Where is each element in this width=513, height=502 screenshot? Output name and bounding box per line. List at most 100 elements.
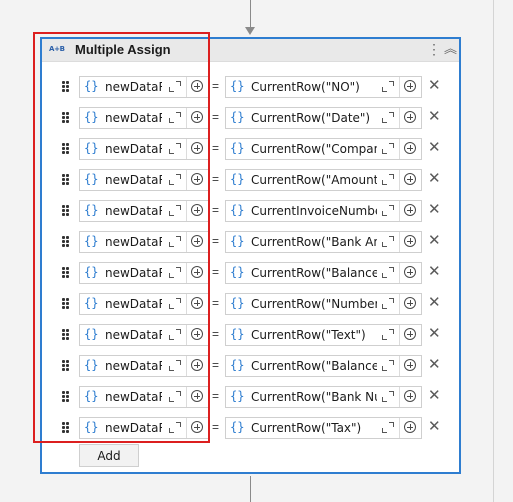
value-field[interactable]: {} CurrentRow("Balance	[225, 262, 422, 284]
expand-editor-icon[interactable]	[382, 297, 394, 310]
add-button[interactable]: Add	[79, 444, 139, 467]
value-field[interactable]: {} CurrentRow("NO")	[225, 76, 422, 98]
value-field[interactable]: {} CurrentRow("Bank Nu	[225, 386, 422, 408]
value-field[interactable]: {} CurrentRow("Number	[225, 293, 422, 315]
remove-row-icon[interactable]: ✕	[428, 139, 441, 156]
plus-menu-icon[interactable]	[399, 232, 421, 252]
drag-handle-icon[interactable]	[62, 329, 69, 341]
plus-menu-icon[interactable]	[399, 387, 421, 407]
assign-to-field[interactable]: {} newDataR	[79, 169, 209, 191]
plus-menu-icon[interactable]	[399, 170, 421, 190]
remove-row-icon[interactable]: ✕	[428, 294, 441, 311]
assign-to-field[interactable]: {} newDataR	[79, 293, 209, 315]
remove-row-icon[interactable]: ✕	[428, 232, 441, 249]
expand-editor-icon[interactable]	[169, 235, 181, 248]
expand-editor-icon[interactable]	[382, 359, 394, 372]
value-field[interactable]: {} CurrentRow("Amount"	[225, 169, 422, 191]
expand-editor-icon[interactable]	[382, 390, 394, 403]
plus-menu-icon[interactable]	[399, 139, 421, 159]
drag-handle-icon[interactable]	[62, 143, 69, 155]
expand-editor-icon[interactable]	[169, 421, 181, 434]
drag-handle-icon[interactable]	[62, 236, 69, 248]
expand-editor-icon[interactable]	[169, 142, 181, 155]
assign-to-field[interactable]: {} newDataR	[79, 262, 209, 284]
drag-handle-icon[interactable]	[62, 360, 69, 372]
remove-row-icon[interactable]: ✕	[428, 418, 441, 435]
plus-menu-icon[interactable]	[399, 77, 421, 97]
plus-menu-icon[interactable]	[186, 139, 208, 159]
value-field[interactable]: {} CurrentRow("Balance	[225, 355, 422, 377]
assign-to-field[interactable]: {} newDataR	[79, 138, 209, 160]
expand-editor-icon[interactable]	[169, 204, 181, 217]
plus-menu-icon[interactable]	[186, 232, 208, 252]
expand-editor-icon[interactable]	[169, 173, 181, 186]
plus-menu-icon[interactable]	[399, 356, 421, 376]
expand-editor-icon[interactable]	[382, 80, 394, 93]
plus-menu-icon[interactable]	[186, 387, 208, 407]
remove-row-icon[interactable]: ✕	[428, 170, 441, 187]
plus-menu-icon[interactable]	[186, 77, 208, 97]
plus-menu-icon[interactable]	[399, 418, 421, 438]
expand-editor-icon[interactable]	[382, 328, 394, 341]
more-options-icon[interactable]: ⋮	[427, 41, 441, 57]
plus-menu-icon[interactable]	[399, 263, 421, 283]
plus-menu-icon[interactable]	[399, 325, 421, 345]
remove-row-icon[interactable]: ✕	[428, 325, 441, 342]
drag-handle-icon[interactable]	[62, 205, 69, 217]
value-field[interactable]: {} CurrentInvoiceNumbe	[225, 200, 422, 222]
plus-menu-icon[interactable]	[186, 108, 208, 128]
expand-editor-icon[interactable]	[169, 328, 181, 341]
plus-menu-icon[interactable]	[399, 108, 421, 128]
drag-handle-icon[interactable]	[62, 267, 69, 279]
assign-to-field[interactable]: {} newDataR	[79, 200, 209, 222]
expand-editor-icon[interactable]	[382, 421, 394, 434]
value-field[interactable]: {} CurrentRow("Text")	[225, 324, 422, 346]
plus-menu-icon[interactable]	[186, 356, 208, 376]
assign-to-field[interactable]: {} newDataR	[79, 231, 209, 253]
expand-editor-icon[interactable]	[169, 359, 181, 372]
expand-editor-icon[interactable]	[382, 142, 394, 155]
expand-editor-icon[interactable]	[169, 297, 181, 310]
expand-editor-icon[interactable]	[382, 266, 394, 279]
remove-row-icon[interactable]: ✕	[428, 263, 441, 280]
value-field[interactable]: {} CurrentRow("Bank An	[225, 231, 422, 253]
assign-to-field[interactable]: {} newDataR	[79, 355, 209, 377]
expand-editor-icon[interactable]	[382, 173, 394, 186]
expand-editor-icon[interactable]	[169, 80, 181, 93]
plus-menu-icon[interactable]	[399, 201, 421, 221]
drag-handle-icon[interactable]	[62, 174, 69, 186]
remove-row-icon[interactable]: ✕	[428, 108, 441, 125]
expand-editor-icon[interactable]	[382, 235, 394, 248]
assign-to-field[interactable]: {} newDataR	[79, 107, 209, 129]
value-field[interactable]: {} CurrentRow("Date")	[225, 107, 422, 129]
collapse-icon[interactable]: ︽	[444, 41, 458, 56]
drag-handle-icon[interactable]	[62, 298, 69, 310]
expand-editor-icon[interactable]	[382, 111, 394, 124]
value-field[interactable]: {} CurrentRow("Tax")	[225, 417, 422, 439]
drag-handle-icon[interactable]	[62, 81, 69, 93]
remove-row-icon[interactable]: ✕	[428, 201, 441, 218]
assign-to-field[interactable]: {} newDataR	[79, 324, 209, 346]
expand-editor-icon[interactable]	[169, 266, 181, 279]
remove-row-icon[interactable]: ✕	[428, 387, 441, 404]
plus-menu-icon[interactable]	[186, 201, 208, 221]
expand-editor-icon[interactable]	[169, 111, 181, 124]
plus-menu-icon[interactable]	[186, 418, 208, 438]
multiple-assign-activity[interactable]: A+B Multiple Assign ⋮ ︽ {} newDataR = {}…	[40, 37, 461, 474]
drag-handle-icon[interactable]	[62, 391, 69, 403]
plus-menu-icon[interactable]	[186, 263, 208, 283]
assign-to-field[interactable]: {} newDataR	[79, 386, 209, 408]
remove-row-icon[interactable]: ✕	[428, 77, 441, 94]
plus-menu-icon[interactable]	[186, 294, 208, 314]
assign-to-field[interactable]: {} newDataR	[79, 417, 209, 439]
plus-menu-icon[interactable]	[186, 170, 208, 190]
expand-editor-icon[interactable]	[382, 204, 394, 217]
plus-menu-icon[interactable]	[399, 294, 421, 314]
expand-editor-icon[interactable]	[169, 390, 181, 403]
value-field[interactable]: {} CurrentRow("Compan	[225, 138, 422, 160]
plus-menu-icon[interactable]	[186, 325, 208, 345]
assign-to-field[interactable]: {} newDataR	[79, 76, 209, 98]
remove-row-icon[interactable]: ✕	[428, 356, 441, 373]
drag-handle-icon[interactable]	[62, 422, 69, 434]
drag-handle-icon[interactable]	[62, 112, 69, 124]
